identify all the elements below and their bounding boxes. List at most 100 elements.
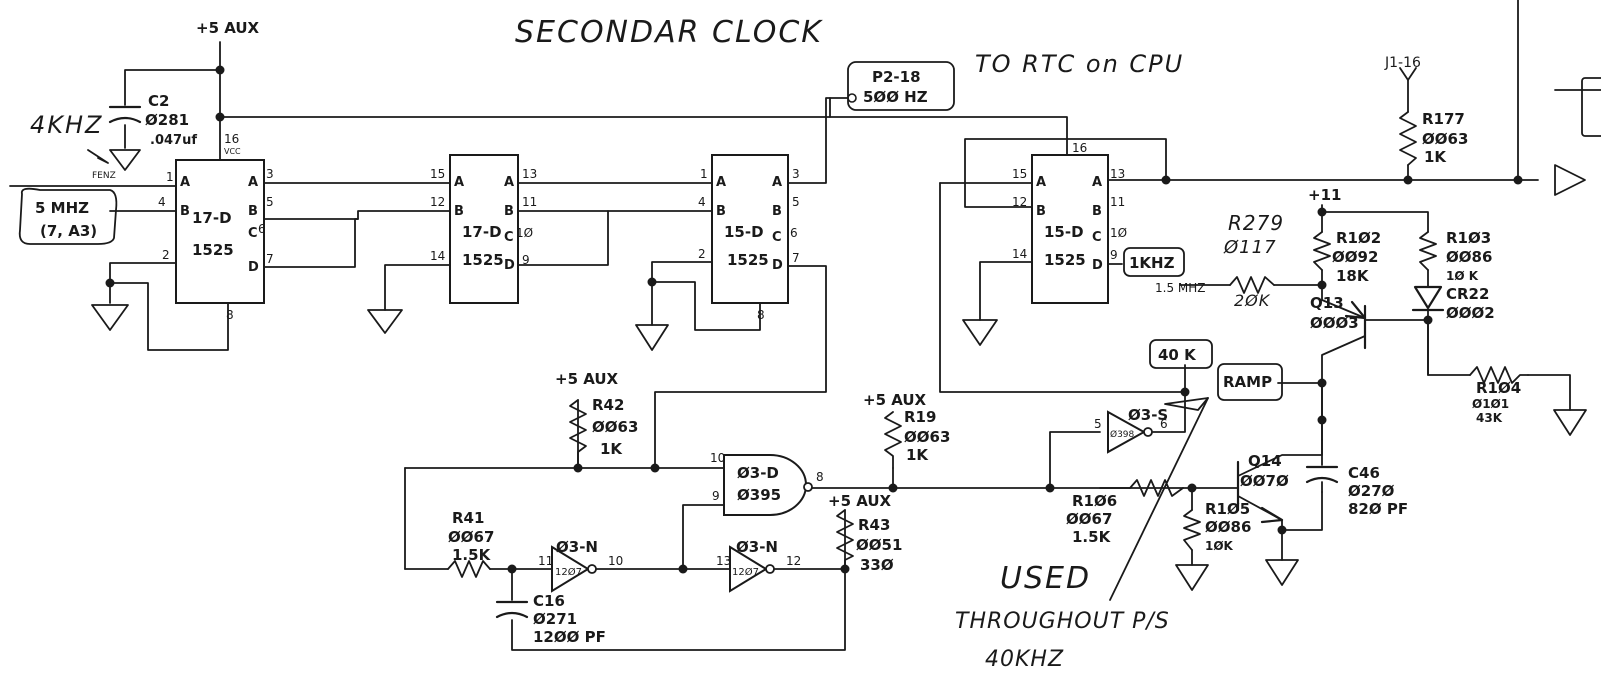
ramp-text: RAMP [1223,373,1272,391]
used-note-3: 40KHZ [985,647,1064,672]
u2-num-12: 12 [430,195,445,209]
inverter-3 [1107,410,1153,454]
svg-text:43K: 43K [1476,411,1503,425]
inv1-num-11: 11 [538,554,553,568]
svg-text:ØØ86: ØØ86 [1205,518,1251,536]
u3-pin-b-in: B [716,204,726,219]
u3-num-8: 8 [757,308,765,322]
used-note-1: USED [1000,561,1091,596]
inv1-num-10: 10 [608,554,623,568]
used-note-2: THROUGHOUT P/S [955,609,1170,634]
svg-text:R42: R42 [592,396,624,414]
svg-text:R1Ø6: R1Ø6 [1072,492,1117,510]
q14-arrow [1260,506,1284,524]
r41-label: R41 ØØ67 1.5K [448,509,494,564]
r104-label: R1Ø4 Ø1Ø1 43K [1472,379,1521,425]
svg-text:ØØ63: ØØ63 [904,428,950,446]
u1-ref: 17-D [192,209,232,227]
u4-pin-a-in: A [1036,175,1046,190]
svg-text:.047uf: .047uf [150,133,197,148]
ramp-box [1217,363,1283,401]
khz1-box [1123,247,1185,277]
u1-pin-d-out: D [248,260,259,275]
u3-num-7: 7 [792,251,800,265]
u1-part: 1525 [192,241,234,259]
svg-text:Ø117: Ø117 [1223,237,1277,258]
u1-num-1: 1 [166,170,174,184]
supply-label-1: +5 AUX [196,19,260,37]
c16-label: C16 Ø271 12ØØ PF [533,592,606,646]
svg-text:2ØK: 2ØK [1234,291,1271,310]
svg-text:Ø1Ø1: Ø1Ø1 [1472,397,1509,411]
supply-label-4: +5 AUX [828,492,892,510]
u3-ref: 15-D [724,223,764,241]
svg-text:ØØ63: ØØ63 [592,418,638,436]
u1-pin-c-out: C [248,226,258,241]
u2-pin-d-out: D [504,258,515,273]
u1-pin-b-in: B [180,204,190,219]
u2-num-13: 13 [522,167,537,181]
svg-text:ØØØ2: ØØØ2 [1446,304,1495,322]
mhz-line2: (7, A3) [40,222,97,240]
svg-text:R177: R177 [1422,110,1465,128]
u2-pin-c-out: C [504,230,514,245]
k40-box [1149,339,1213,369]
u3-num-2: 2 [698,247,706,261]
u3-num-4: 4 [698,195,706,209]
p2-line2: 5ØØ HZ [863,88,928,106]
svg-text:1ØK: 1ØK [1205,539,1234,553]
u1-vcc: VCC [224,147,241,156]
supply-plus11-label: +11 [1308,186,1341,204]
svg-text:ØØ51: ØØ51 [856,536,902,554]
u4-num-14: 14 [1012,247,1027,261]
u2-part: 1525 [462,251,504,269]
inv2-num-12: 12 [786,554,801,568]
inv2-part: 12Ø7 [732,566,759,578]
p2-line1: P2-18 [872,68,921,86]
mhz-line1: 5 MHZ [35,199,89,217]
title-text: SECONDAR CLOCK [515,15,823,50]
u1-num-2: 2 [162,248,170,262]
c46-label: C46 Ø27Ø 82Ø PF [1348,464,1408,518]
capacitor-c46 [1305,465,1339,493]
nand-ref: Ø3-D [737,464,779,482]
r106-label: R1Ø6 ØØ67 1.5K [1066,492,1117,546]
svg-text:R1Ø3: R1Ø3 [1446,229,1491,247]
p2-box [847,61,955,111]
svg-text:Ø27Ø: Ø27Ø [1348,482,1395,500]
u4-num-9: 9 [1110,248,1118,262]
edge-box [1581,77,1601,137]
u3-part: 1525 [727,251,769,269]
r19-label: R19 ØØ63 1K [904,408,950,464]
inv3-part: Ø398 [1110,429,1135,440]
c2-label: C2 Ø281 .047uf [145,92,197,148]
u3-pin-d-out: D [772,258,783,273]
u4-num-16: 16 [1072,141,1087,155]
svg-text:R19: R19 [904,408,936,426]
u2-num-10: 1Ø [516,226,533,240]
svg-text:R1Ø2: R1Ø2 [1336,229,1381,247]
svg-text:R43: R43 [858,516,890,534]
u4-pin-c-out: C [1092,230,1102,245]
r102-label: R1Ø2 ØØ92 18K [1332,229,1381,285]
u4-num-10: 1Ø [1110,226,1127,240]
svg-text:Ø271: Ø271 [533,610,577,628]
inv2-ref: Ø3-N [736,538,778,556]
svg-text:1Ø K: 1Ø K [1446,269,1479,283]
j1-label: J1-16 [1384,55,1421,71]
u2-pin-b-out: B [504,204,514,219]
u1-num-6: 6 [258,222,266,236]
u4-part: 1525 [1044,251,1086,269]
resistors [447,111,1529,578]
u1-num-5: 5 [266,195,274,209]
svg-text:ØØ67: ØØ67 [1066,510,1112,528]
u3-pin-a-out: A [772,175,782,190]
u4-num-15: 15 [1012,167,1027,181]
r279-note: 1.5 MHZ [1155,281,1206,295]
svg-text:ØØ86: ØØ86 [1446,248,1492,266]
r43-label: R43 ØØ51 33Ø [856,516,902,574]
u2-pin-b-in: B [454,204,464,219]
inv3-num-5: 5 [1094,417,1102,431]
cr22-label: CR22 ØØØ2 [1446,285,1495,322]
